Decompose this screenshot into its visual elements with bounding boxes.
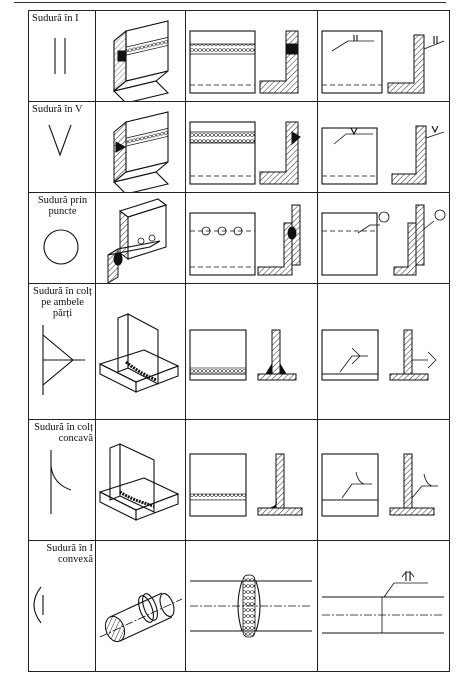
symbol-cell-v-weld: Sudură în V [28,101,96,193]
spot-weld-symbol [43,229,79,265]
v-weld-isometric [112,111,170,192]
symbol-view-cell-convex-i [317,540,450,672]
row-label: Sudură în I convexă [46,543,93,565]
front-cell-concave-fillet [185,419,318,541]
v-weld-symbol [48,124,72,157]
front-cell-spot-weld [185,192,318,284]
weld-symbols-table: Sudură în I [28,10,450,672]
convex-i-front-views [190,574,312,638]
iso-cell-spot-weld [95,192,186,284]
front-cell-i-weld [185,10,318,102]
double-fillet-symbol [42,325,85,395]
iso-cell-i-weld [95,10,186,102]
row-spot-weld: Sudură prin puncte [28,192,450,284]
top-rule [14,2,446,3]
i-weld-symbol [54,38,66,74]
spot-weld-isometric [107,198,168,283]
i-weld-front-views [189,30,299,94]
iso-cell-double-fillet [95,283,186,420]
symbol-view-cell-spot-weld [317,192,450,284]
symbol-cell-convex-i: Sudură în I convexă [28,540,96,672]
row-label: Sudură în V [32,104,83,115]
symbol-view-cell-v-weld [317,101,450,193]
double-fillet-front-views [189,329,297,381]
symbol-cell-double-fillet: Sudură în colț pe ambele părți [28,283,96,420]
i-weld-symbolic-views [321,30,445,94]
spot-weld-front-views [189,204,301,276]
row-label: Sudură în colț concavă [34,422,93,444]
convex-i-symbol [33,586,44,624]
symbol-cell-i-weld: Sudură în I [28,10,96,102]
concave-fillet-isometric [98,443,180,521]
iso-cell-convex-i [95,540,186,672]
double-fillet-symbolic-views [321,329,437,381]
symbol-view-cell-concave-fillet [317,419,450,541]
symbol-cell-concave-fillet: Sudură în colț concavă [28,419,96,541]
v-weld-symbolic-views [321,125,445,185]
i-weld-isometric [112,20,170,101]
row-label: Sudură în I [32,13,79,24]
row-label: Sudură în colț pe ambele părți [33,286,92,319]
row-label: Sudură prin puncte [37,195,88,217]
row-concave-fillet-weld: Sudură în colț concavă [28,419,450,541]
v-weld-front-views [189,121,301,185]
iso-cell-concave-fillet [95,419,186,541]
concave-fillet-symbol [50,450,72,514]
front-cell-convex-i [185,540,318,672]
symbol-view-cell-double-fillet [317,283,450,420]
convex-i-isometric [99,592,183,643]
row-v-weld: Sudură în V [28,101,450,193]
concave-fillet-front-views [189,453,303,517]
front-cell-v-weld [185,101,318,193]
row-i-weld: Sudură în I [28,10,450,102]
front-cell-double-fillet [185,283,318,420]
symbol-view-cell-i-weld [317,10,450,102]
symbol-cell-spot-weld: Sudură prin puncte [28,192,96,284]
row-double-fillet-weld: Sudură în colț pe ambele părți [28,283,450,420]
double-fillet-isometric [98,313,180,393]
convex-i-symbolic-views [322,571,444,634]
spot-weld-symbolic-views [321,204,446,276]
row-convex-i-weld: Sudură în I convexă [28,540,450,672]
iso-cell-v-weld [95,101,186,193]
concave-fillet-symbolic-views [321,453,438,517]
